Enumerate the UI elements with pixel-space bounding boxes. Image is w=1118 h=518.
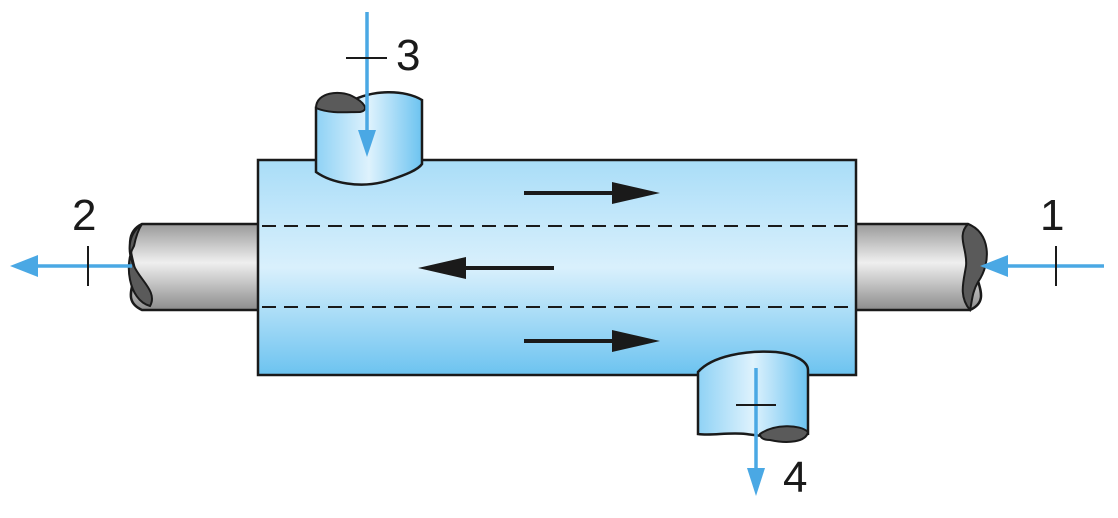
arrow-left-icon: [980, 246, 1104, 286]
top-nozzle-opening: [314, 91, 367, 114]
bottom-nozzle: [696, 350, 810, 443]
left-tube: [127, 222, 264, 312]
arrow-down-icon: [736, 368, 776, 496]
bottom-nozzle-opening: [758, 425, 810, 443]
arrow-right-icon: [524, 182, 660, 204]
right-tube-opening: [961, 222, 988, 313]
station-label-4: 4: [783, 453, 807, 502]
left-tube-opening: [127, 223, 153, 308]
station-label-3: 3: [396, 31, 420, 80]
arrow-left-icon: [418, 257, 554, 279]
right-tube: [853, 222, 988, 313]
station-label-1: 1: [1040, 191, 1064, 240]
arrow-down-icon: [346, 12, 387, 157]
arrow-left-icon: [10, 246, 132, 286]
station-label-2: 2: [72, 191, 96, 240]
arrow-right-icon: [524, 330, 660, 352]
